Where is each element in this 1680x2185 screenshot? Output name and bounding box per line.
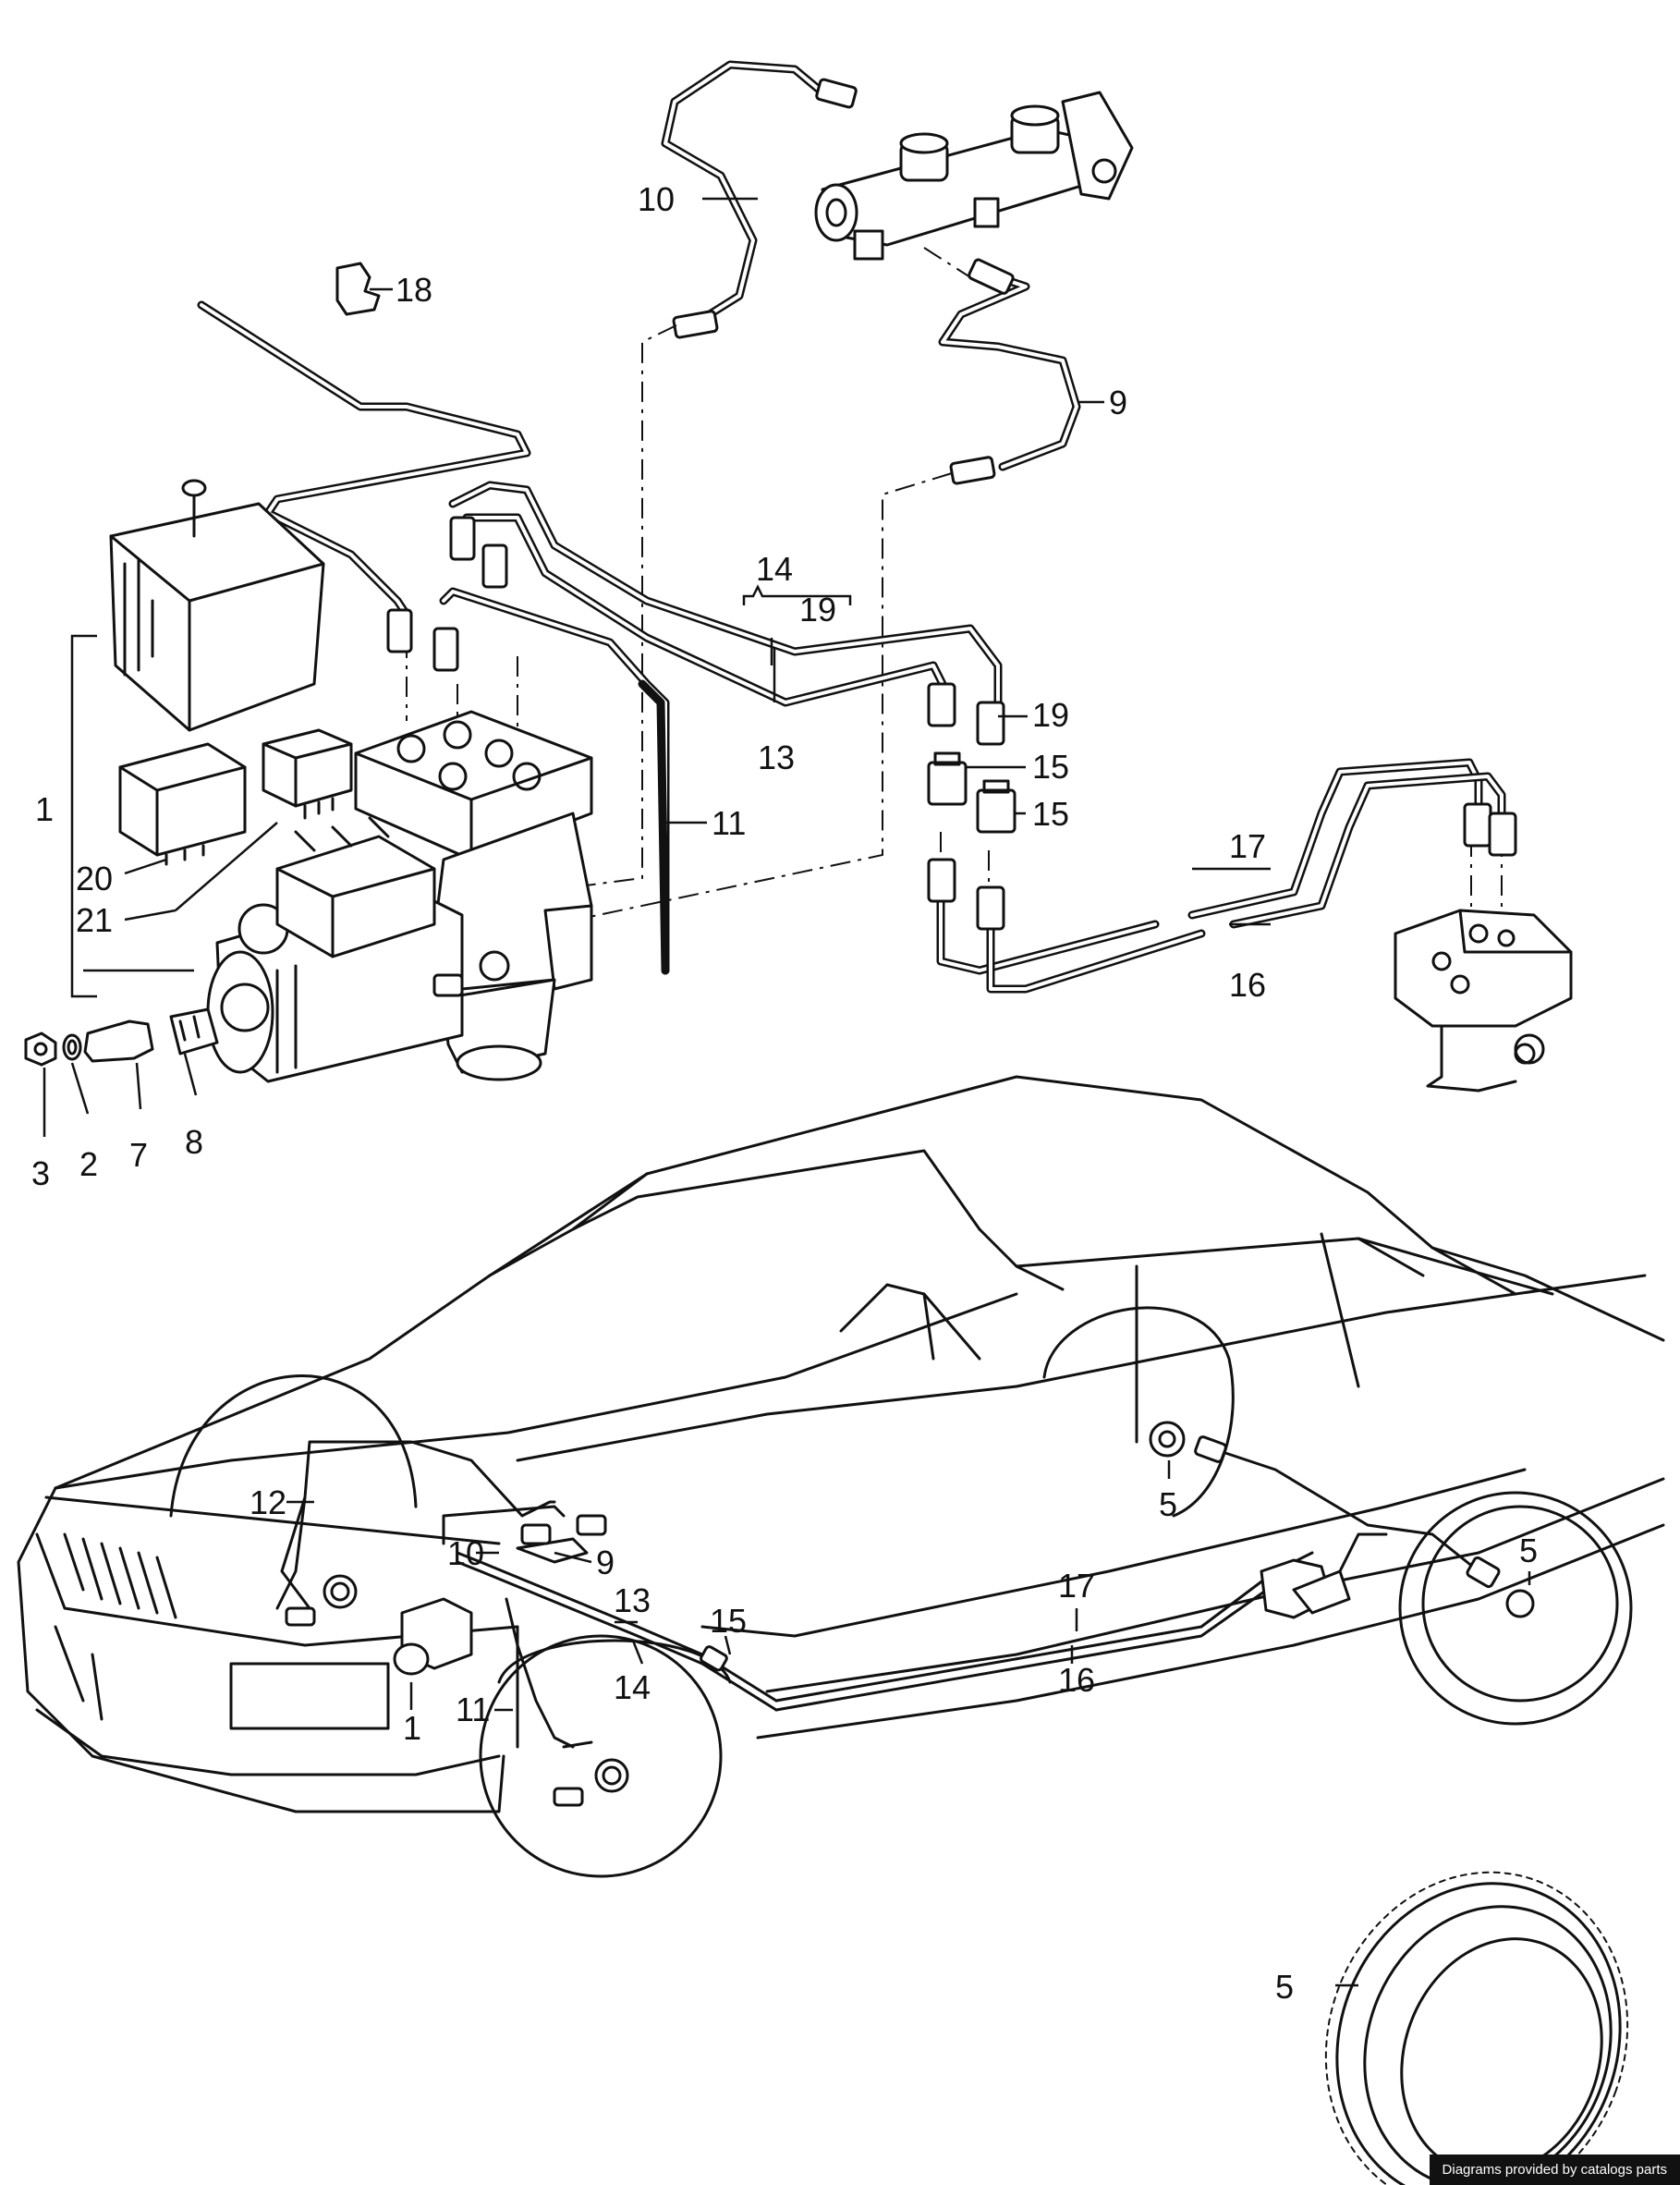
brake-line-12-upper	[197, 300, 531, 653]
label-5-b: 5	[1519, 1532, 1538, 1569]
label-15b: 15	[1032, 795, 1069, 833]
abs-hydraulic-unit	[206, 710, 593, 1083]
label-17-lower: 17	[1058, 1567, 1095, 1605]
bracket-part-1	[70, 634, 97, 998]
label-3: 3	[31, 1154, 50, 1192]
label-15-lower: 15	[710, 1602, 747, 1640]
label-1-lower: 1	[403, 1709, 421, 1747]
label-20: 20	[76, 860, 113, 897]
label-16: 16	[1229, 966, 1266, 1004]
part-labels: 10 9 18 14 19 13 19 15 15 11 17 16 1 20 …	[31, 180, 1538, 2006]
label-5-a: 5	[1159, 1485, 1177, 1523]
pressure-regulator	[1394, 909, 1573, 1092]
label-21: 21	[76, 901, 113, 939]
label-10: 10	[638, 180, 675, 218]
label-19: 19	[1032, 696, 1069, 734]
master-cylinder	[814, 91, 1134, 261]
abs-control-unit-cover	[109, 479, 325, 732]
footer-credit: Diagrams provided by catalogs parts	[1429, 2154, 1680, 2185]
label-11-lower: 11	[456, 1691, 490, 1728]
adapters-15	[927, 751, 1017, 834]
label-7: 7	[129, 1136, 148, 1174]
label-18: 18	[396, 271, 432, 309]
label-8: 8	[185, 1123, 203, 1161]
brake-line-10	[661, 60, 858, 339]
label-15a: 15	[1032, 748, 1069, 786]
label-2: 2	[79, 1145, 98, 1183]
label-16-lower: 16	[1058, 1661, 1095, 1699]
brake-line-9	[938, 258, 1081, 485]
label-14: 14	[756, 550, 793, 588]
label-10-lower: 10	[447, 1534, 484, 1572]
relay-21	[262, 728, 353, 820]
label-9-lower: 9	[596, 1544, 615, 1581]
clip-18	[335, 262, 381, 316]
label-12: 12	[250, 1483, 286, 1521]
brake-lines-16-17	[927, 758, 1517, 994]
relay-20	[118, 742, 247, 866]
label-13: 13	[758, 739, 795, 776]
small-parts	[24, 1007, 219, 1067]
brake-line-11-upper	[638, 679, 670, 975]
label-17: 17	[1229, 827, 1266, 865]
label-14-lower: 14	[614, 1668, 651, 1706]
sensor-ring-5	[1324, 1871, 1629, 2185]
leader-lines	[43, 197, 1531, 1987]
label-9: 9	[1109, 384, 1127, 421]
label-5-c: 5	[1275, 1968, 1294, 2006]
car-body	[17, 1075, 1665, 1878]
label-13-lower: 13	[614, 1581, 651, 1619]
car-brake-lines	[275, 1435, 1501, 1807]
label-1: 1	[35, 790, 54, 828]
label-11: 11	[712, 804, 746, 842]
label-19-brace: 19	[799, 591, 836, 629]
